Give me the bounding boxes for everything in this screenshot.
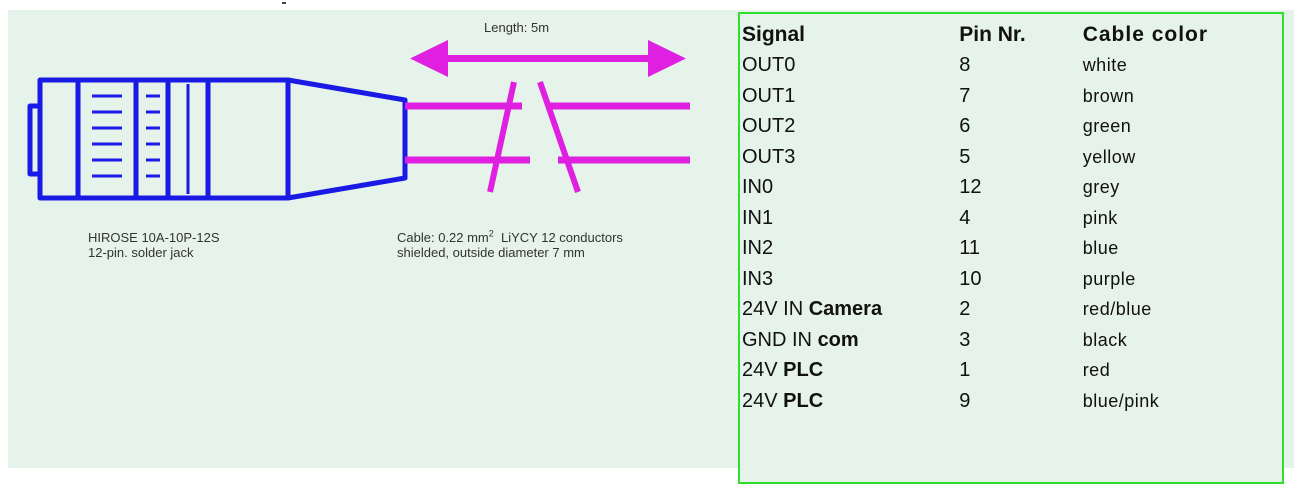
- header-cable-color: Cable color: [1082, 23, 1209, 47]
- cable-color-cell: brown: [1082, 85, 1135, 106]
- connector-grip-ring-2: [133, 77, 171, 201]
- pin-number-cell: 9: [959, 389, 971, 412]
- signal-cell: IN2: [740, 234, 959, 265]
- header-pin: Pin Nr.: [959, 23, 1026, 47]
- cable-break-mark-1: [487, 81, 517, 193]
- cable-caption: Cable: 0.22 mm2 LiYCY 12 conductors shie…: [397, 228, 623, 260]
- signal-name: 24V: [742, 389, 784, 412]
- signal-name: OUT1: [742, 84, 796, 107]
- pin-number-cell: 6: [959, 115, 971, 138]
- signal-name: OUT0: [742, 54, 796, 77]
- signal-name-bold: Camera: [808, 298, 883, 321]
- signal-name-bold: PLC: [783, 359, 824, 382]
- signal-cell: 24V PLC: [740, 356, 959, 387]
- connector-cable-drawing: [27, 40, 690, 201]
- cable-unit-superscript: 2: [488, 228, 494, 239]
- table-row: OUT2 6 green: [740, 112, 1282, 143]
- table-row: IN1 4 pink: [740, 203, 1282, 234]
- cable-icon: [405, 81, 690, 193]
- signal-name: IN0: [742, 176, 774, 199]
- signal-name: OUT3: [742, 145, 796, 168]
- pin-number-cell: 1: [959, 359, 971, 382]
- table-row: IN3 10 purple: [740, 264, 1282, 295]
- signal-cell: IN0: [740, 173, 959, 204]
- signal-cell: OUT1: [740, 81, 959, 112]
- pin-number-cell: 10: [959, 267, 982, 290]
- table-row: OUT1 7 brown: [740, 81, 1282, 112]
- pin-number-cell: 2: [959, 298, 971, 321]
- cable-color-cell: red/blue: [1082, 299, 1152, 320]
- signal-cell: OUT2: [740, 112, 959, 143]
- signal-name: IN3: [742, 267, 774, 290]
- header-signal: Signal: [742, 23, 806, 47]
- table-row: IN0 12 grey: [740, 173, 1282, 204]
- cable-color-cell: pink: [1082, 207, 1118, 228]
- pin-number-cell: 5: [959, 145, 971, 168]
- signal-cell: 24V IN Camera: [740, 295, 959, 326]
- pin-number-cell: 4: [959, 206, 971, 229]
- length-arrow-left-head: [410, 40, 448, 77]
- table-row: OUT0 8 white: [740, 51, 1282, 82]
- connector-nose: [205, 77, 291, 201]
- signal-name: OUT2: [742, 115, 796, 138]
- pin-number-cell: 7: [959, 84, 971, 107]
- cable-color-cell: purple: [1082, 268, 1136, 289]
- connector-rear-body: [37, 77, 81, 201]
- signal-name: IN2: [742, 237, 774, 260]
- signal-name: GND IN: [742, 328, 818, 351]
- signal-cell: IN3: [740, 264, 959, 295]
- length-arrow-right-head: [648, 40, 686, 77]
- connector-grip-ring-1: [75, 77, 139, 201]
- table-header-row: Signal Pin Nr. Cable color: [740, 20, 1282, 51]
- signal-name-bold: PLC: [783, 389, 824, 412]
- cable-color-cell: white: [1082, 55, 1128, 76]
- cable-spec-label: Cable: 0.22 mm2 LiYCY 12 conductors: [397, 228, 623, 245]
- cable-color-cell: blue/pink: [1082, 390, 1160, 411]
- cable-color-cell: yellow: [1082, 146, 1136, 167]
- cable-color-cell: black: [1082, 329, 1128, 350]
- top-tick-mark: [282, 2, 286, 4]
- connector-model-label: HIROSE 10A-10P-12S: [88, 230, 220, 245]
- cable-color-cell: blue: [1082, 238, 1119, 259]
- pin-number-cell: 12: [959, 176, 982, 199]
- signal-cell: IN1: [740, 203, 959, 234]
- pin-number-cell: 11: [959, 237, 981, 260]
- connector-strain-relief: [287, 77, 408, 201]
- cable-break-mark-2: [537, 81, 581, 193]
- cable-type: LiYCY 12 conductors: [493, 230, 623, 245]
- cable-cross-section: Cable: 0.22 mm: [397, 230, 489, 245]
- table-row: OUT3 5 yellow: [740, 142, 1282, 173]
- length-arrow-shaft: [432, 55, 658, 62]
- signal-name: 24V IN: [742, 298, 809, 321]
- cable-color-cell: green: [1082, 116, 1132, 137]
- signal-cell: 24V PLC: [740, 386, 959, 417]
- signal-name-bold: com: [817, 328, 859, 351]
- signal-name: 24V: [742, 359, 784, 382]
- connector-type-label: 12-pin. solder jack: [88, 245, 194, 260]
- length-label: Length: 5m: [484, 20, 550, 35]
- pin-number-cell: 3: [959, 328, 971, 351]
- connector-caption: HIROSE 10A-10P-12S 12-pin. solder jack: [88, 230, 220, 260]
- cable-diameter-label: shielded, outside diameter 7 mm: [397, 245, 585, 260]
- signal-cell: OUT0: [740, 51, 959, 82]
- cable-color-cell: grey: [1082, 177, 1120, 198]
- signal-cell: OUT3: [740, 142, 959, 173]
- signal-name: IN1: [742, 206, 774, 229]
- signal-cell: GND IN com: [740, 325, 959, 356]
- length-arrow-icon: [410, 40, 686, 77]
- pin-number-cell: 8: [959, 54, 971, 77]
- connector-icon: [27, 77, 408, 201]
- cable-color-cell: red: [1082, 360, 1111, 381]
- table-row: IN2 11 blue: [740, 234, 1282, 265]
